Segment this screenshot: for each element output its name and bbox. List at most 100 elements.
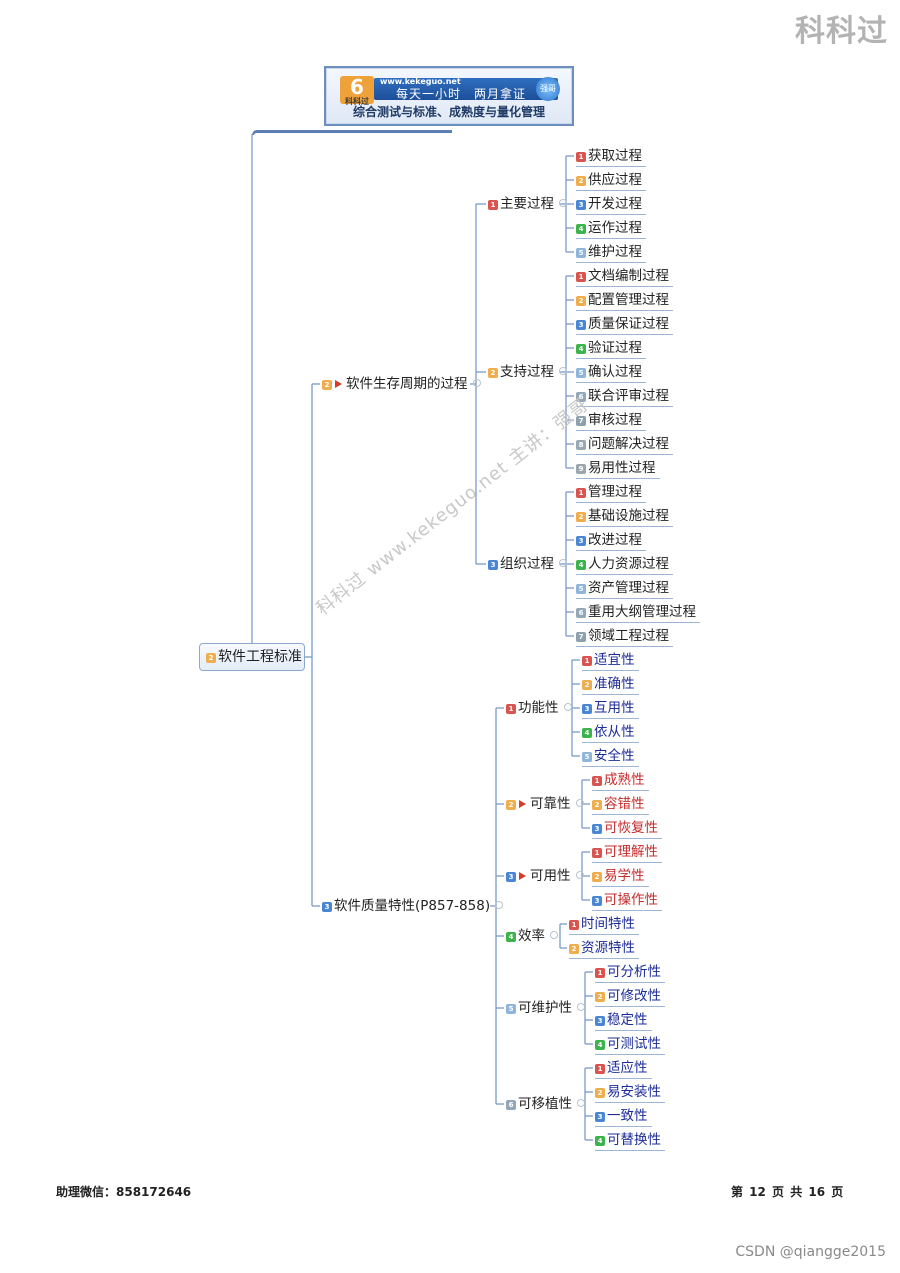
- red-flag-icon: [335, 380, 342, 388]
- priority-2-icon: 2: [506, 800, 516, 810]
- priority-4-icon: 4: [582, 728, 592, 738]
- collapse-toggle-icon[interactable]: [577, 1099, 585, 1107]
- priority-2-icon: 2: [592, 800, 602, 810]
- collapse-toggle-icon[interactable]: [550, 931, 558, 939]
- node-label: 验证过程: [588, 340, 642, 356]
- collapse-toggle-icon[interactable]: [559, 559, 567, 567]
- node-label: 领域工程过程: [588, 628, 669, 644]
- collapse-toggle-icon[interactable]: [575, 871, 584, 879]
- collapse-toggle-icon[interactable]: [563, 703, 572, 711]
- teacher-badge: 强哥: [536, 77, 560, 101]
- collapse-toggle-icon[interactable]: [495, 901, 504, 909]
- node-label: 时间特性: [581, 916, 635, 932]
- priority-8-icon: 8: [576, 440, 586, 450]
- priority-2-icon: 2: [582, 680, 592, 690]
- root-label: 软件工程标准: [218, 649, 302, 665]
- collapse-toggle-icon[interactable]: [575, 799, 584, 807]
- priority-2-icon: 2: [488, 368, 498, 378]
- red-flag-icon: [519, 800, 526, 808]
- node-label: 运作过程: [588, 220, 642, 236]
- node-label: 易学性: [604, 868, 645, 884]
- priority-3-icon: 3: [506, 872, 516, 882]
- collapse-toggle-icon[interactable]: [559, 199, 567, 207]
- node-label: 容错性: [604, 796, 645, 812]
- node-label: 维护过程: [588, 244, 642, 260]
- priority-4-icon: 4: [595, 1136, 605, 1146]
- priority-7-icon: 7: [576, 632, 586, 642]
- collapse-toggle-icon[interactable]: [472, 379, 481, 387]
- priority-6-icon: 6: [576, 608, 586, 618]
- node-label: 易用性过程: [588, 460, 656, 476]
- collapse-toggle-icon[interactable]: [577, 1003, 585, 1011]
- priority-3-icon: 3: [576, 320, 586, 330]
- node-label: 可理解性: [604, 844, 658, 860]
- priority-1-icon: 1: [592, 776, 602, 786]
- priority-1-icon: 1: [595, 1064, 605, 1074]
- node-label: 一致性: [607, 1108, 648, 1124]
- node-label: 可操作性: [604, 892, 658, 908]
- priority-2-icon: 2: [322, 380, 332, 390]
- priority-7-icon: 7: [576, 416, 586, 426]
- footer-contact: 助理微信：858172646: [56, 1185, 192, 1199]
- banner-slogan: 每天一小时 两月拿证: [396, 87, 527, 101]
- node-label: 资源特性: [581, 940, 635, 956]
- priority-1-icon: 1: [595, 968, 605, 978]
- collapse-toggle-icon[interactable]: [559, 367, 567, 375]
- priority-3-icon: 3: [488, 560, 498, 570]
